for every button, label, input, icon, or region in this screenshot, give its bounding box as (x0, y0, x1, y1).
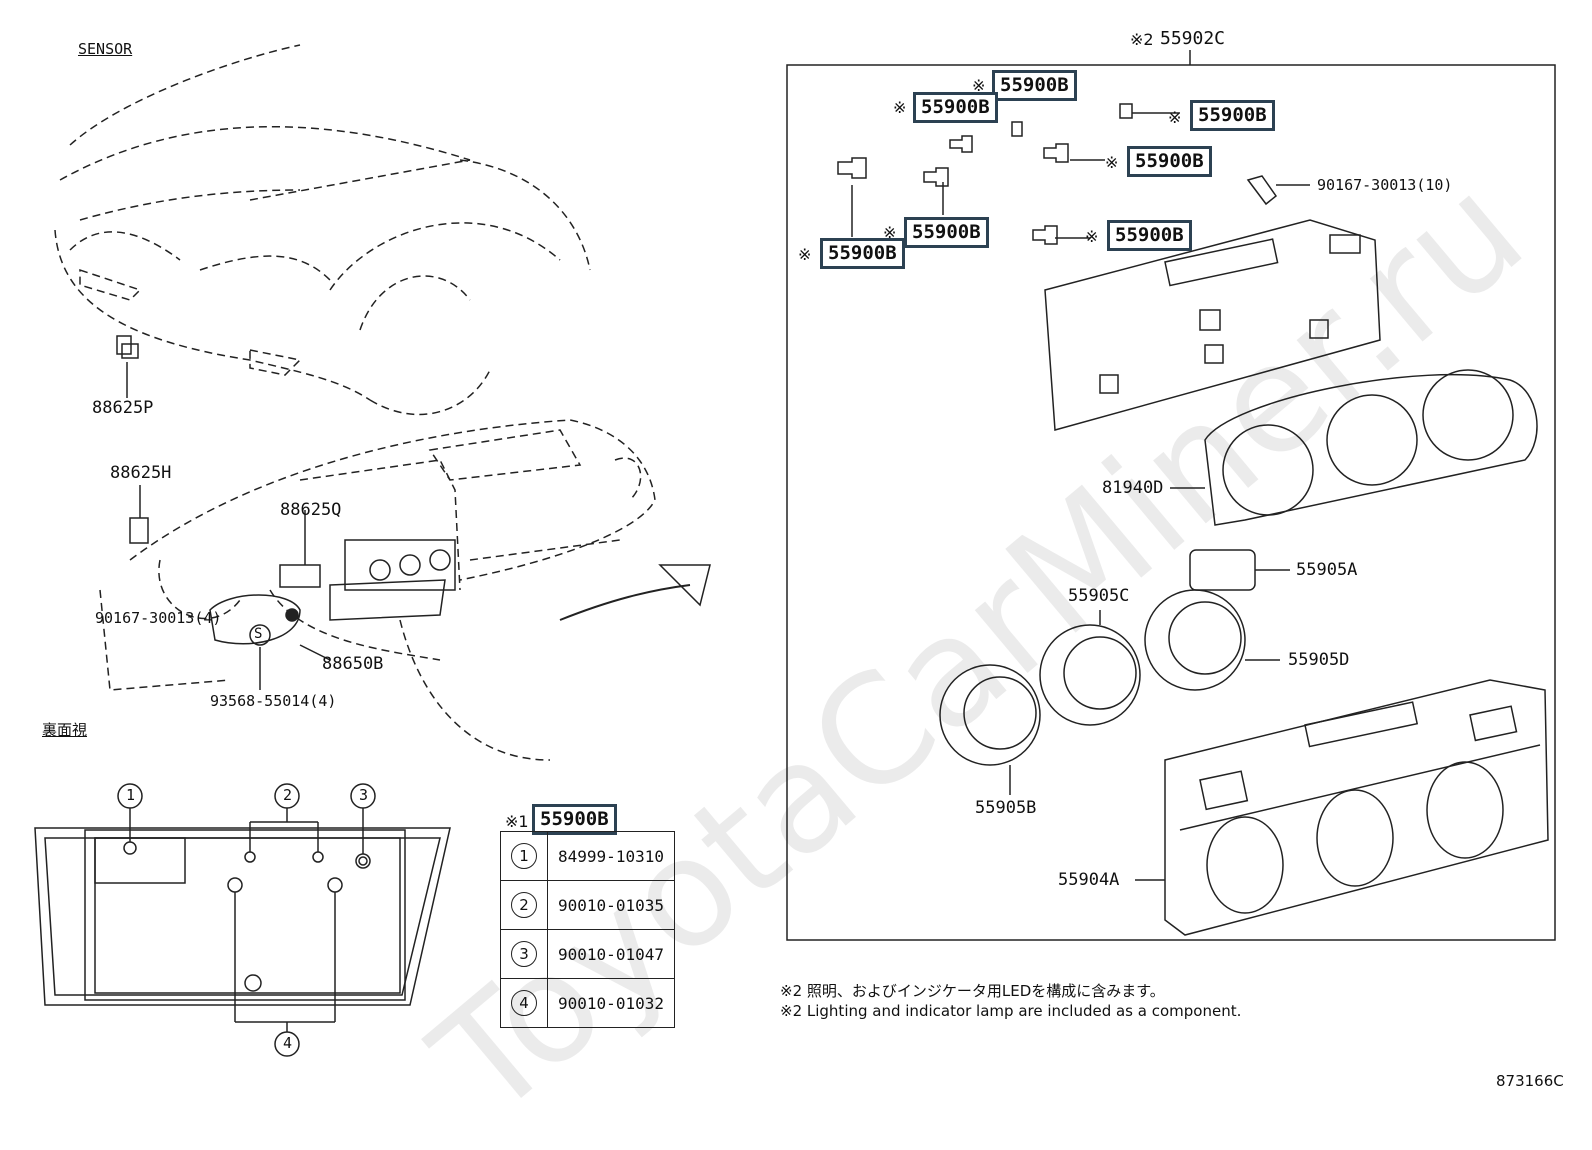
mark-bulb-4: ※ (1105, 153, 1119, 172)
table-row: 2 90010-01035 (500, 880, 675, 930)
part-number: 90010-01032 (547, 978, 675, 1028)
label-88625H: 88625H (110, 463, 172, 483)
dashboard-outline (99, 419, 656, 761)
label-88625P: 88625P (92, 398, 154, 418)
label-93568: 93568-55014(4) (210, 692, 337, 710)
label-90167-left: 90167-30013(4) (95, 609, 222, 627)
back-circle-2: 2 (283, 786, 293, 804)
label-55905A: 55905A (1296, 560, 1358, 580)
mark-bulb-6: ※ (1085, 227, 1099, 246)
sensor-heading: SENSOR (78, 40, 133, 58)
back-circle-3: 3 (359, 786, 369, 804)
s-icon: S (254, 626, 263, 642)
row-number: 1 (511, 843, 537, 869)
part-number: 84999-10310 (547, 831, 675, 881)
knob-55905A-shape (1189, 549, 1256, 591)
circuit-board (1044, 219, 1381, 431)
assembly-code: 55902C (1160, 28, 1226, 49)
mark-bulb-1: ※ (972, 76, 986, 95)
assembly-marker: ※2 (1130, 30, 1154, 49)
note-english: ※2 Lighting and indicator lamp are inclu… (780, 1002, 1242, 1020)
car-outline (54, 44, 591, 416)
figure-number: 873166C (1496, 1072, 1564, 1090)
back-circle-4: 4 (283, 1034, 293, 1052)
back-circle-1: 1 (126, 786, 136, 804)
part-number: 90010-01035 (547, 880, 675, 930)
row-number: 2 (511, 892, 537, 918)
label-88625Q: 88625Q (280, 500, 342, 520)
bulb-label-1: 55900B (992, 70, 1077, 101)
label-81940D: 81940D (1102, 478, 1164, 498)
label-55904A: 55904A (1058, 870, 1120, 890)
sensor-88625P-shape (116, 335, 139, 398)
connector-88625Q-shape (279, 510, 321, 588)
row-number: 4 (511, 990, 537, 1016)
back-view-panel (34, 783, 451, 1057)
bulb-label-7: 55900B (820, 238, 905, 269)
assembly-frame (786, 64, 1556, 941)
note-japanese: ※2 照明、およびインジケータ用LEDを構成に含みます。 (780, 982, 1165, 1000)
label-88650B: 88650B (322, 654, 384, 674)
mark-bulb-7: ※ (798, 245, 812, 264)
parts-table: 1 84999-10310 2 90010-01035 3 90010-0104… (500, 831, 675, 1028)
bulb-label-2: 55900B (913, 92, 998, 123)
row-number: 3 (511, 941, 537, 967)
bulbs (837, 103, 1310, 245)
label-55905C: 55905C (1068, 586, 1130, 606)
bezel-frame-81940D (1170, 369, 1538, 526)
label-55905B: 55905B (975, 798, 1037, 818)
parts-diagram: ToyotaCarMiner.ru (34, 28, 1564, 1150)
bulb-label-6: 55900B (1107, 220, 1192, 251)
back-view-heading: 裏面視 (42, 721, 88, 739)
bulb-label-5: 55900B (904, 217, 989, 248)
part-number: 90010-01047 (547, 929, 675, 979)
table-row: 4 90010-01032 (500, 978, 675, 1028)
label-90167-right: 90167-30013(10) (1317, 176, 1453, 194)
knobs (939, 589, 1280, 795)
label-55905D: 55905D (1288, 650, 1350, 670)
diagram-drawing (34, 44, 1556, 1057)
table-row: 1 84999-10310 (500, 831, 675, 881)
mark-bulb-2: ※ (893, 98, 907, 117)
table-marker: ※1 (505, 812, 529, 831)
dash-ac-unit (329, 539, 456, 621)
mark-bulb-3: ※ (1168, 108, 1182, 127)
bulb-label-4: 55900B (1127, 146, 1212, 177)
bulb-label-3: 55900B (1190, 100, 1275, 131)
mark-bulb-5: ※ (883, 223, 897, 242)
faceplate-55904A (1135, 679, 1549, 936)
table-row: 3 90010-01047 (500, 929, 675, 979)
table-header-55900B: 55900B (532, 804, 617, 835)
